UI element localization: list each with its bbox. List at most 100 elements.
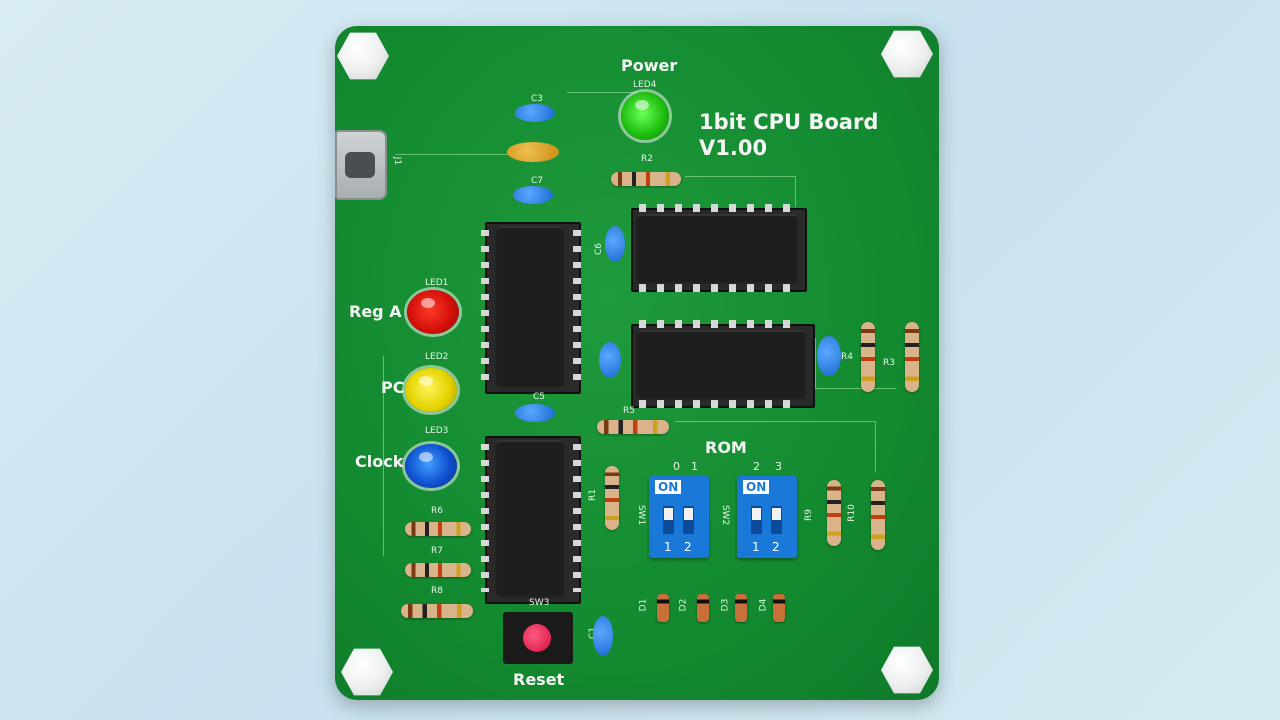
- refdes-sw2: SW2: [720, 504, 731, 526]
- diode-d4: [773, 594, 785, 622]
- capacitor-c3: [515, 104, 555, 122]
- refdes-r5: R5: [623, 406, 635, 416]
- label-pc: PC: [381, 378, 405, 397]
- refdes-c5: C5: [533, 392, 546, 402]
- resistor-r3: [905, 322, 919, 392]
- capacitor-c6: [605, 226, 625, 262]
- refdes-c3: C3: [531, 94, 544, 104]
- resistor-r5: [597, 420, 669, 434]
- rom-bit-2: 2: [753, 460, 760, 473]
- refdes-led1: LED1: [425, 278, 449, 288]
- refdes-sw3: SW3: [529, 598, 550, 608]
- trace: [685, 176, 796, 207]
- refdes-r7: R7: [431, 546, 443, 556]
- resistor-r2: [611, 172, 681, 186]
- trace: [815, 338, 896, 389]
- label-clock: Clock: [355, 452, 404, 471]
- trace: [383, 356, 385, 556]
- ic-pins: [639, 320, 799, 328]
- resistor-r10: [871, 480, 885, 550]
- dip-switch-sw2[interactable]: ON 1 2: [737, 476, 797, 558]
- refdes-d2: D2: [678, 598, 689, 612]
- led-pc: [405, 368, 457, 412]
- label-power: Power: [621, 56, 678, 75]
- ic-pins: [573, 444, 581, 592]
- standoff-bottom-left: [341, 648, 393, 696]
- resistor-r4: [861, 322, 875, 392]
- led-clock: [405, 444, 457, 488]
- rom-bit-1: 1: [691, 460, 698, 473]
- diode-d2: [697, 594, 709, 622]
- standoff-bottom-right: [881, 646, 933, 694]
- resistor-r1: [605, 466, 619, 530]
- ic-pins: [639, 400, 799, 408]
- refdes-c7: C7: [531, 176, 544, 186]
- dip-num-2: 2: [772, 540, 780, 554]
- refdes-r8: R8: [431, 586, 443, 596]
- dip-num-1: 1: [664, 540, 672, 554]
- label-reset: Reset: [513, 670, 565, 689]
- rom-bit-3: 3: [775, 460, 782, 473]
- trace: [567, 92, 637, 93]
- dip-toggle-2[interactable]: [683, 506, 694, 534]
- resistor-r6: [405, 522, 471, 536]
- refdes-r9: R9: [803, 509, 814, 521]
- refdes-r10: R10: [846, 504, 857, 522]
- ic-u2: [637, 214, 797, 280]
- refdes-d3: D3: [720, 598, 731, 612]
- refdes-r6: R6: [431, 506, 443, 516]
- refdes-c6: C6: [594, 242, 605, 256]
- diode-d1: [657, 594, 669, 622]
- capacitor-c5: [515, 404, 555, 422]
- dip-switch-sw1[interactable]: ON 1 2: [649, 476, 709, 558]
- refdes-r1: R1: [587, 489, 598, 501]
- refdes-j1: J1: [392, 156, 403, 166]
- pcb-board: J1 1bit CPU Board V1.00 Power LED4 C3 C7…: [335, 26, 939, 700]
- resistor-r8: [401, 604, 473, 618]
- ic-pins: [481, 444, 489, 592]
- ic-u4: [497, 440, 563, 594]
- dip-on-label: ON: [655, 480, 682, 494]
- diode-d3: [735, 594, 747, 622]
- refdes-r2: R2: [641, 154, 653, 164]
- refdes-led3: LED3: [425, 426, 449, 436]
- dip-num-1: 1: [752, 540, 760, 554]
- led-reg-a: [407, 290, 459, 334]
- rom-bit-0: 0: [673, 460, 680, 473]
- refdes-r3: R3: [883, 358, 895, 368]
- dip-toggle-1[interactable]: [751, 506, 762, 534]
- capacitor-c1: [593, 616, 613, 656]
- ic-pins: [639, 204, 799, 212]
- capacitor-mid-left: [599, 342, 621, 378]
- capacitor-c7: [513, 186, 553, 204]
- capacitor-orange: [507, 142, 559, 162]
- ic-u3: [637, 330, 805, 396]
- ic-pins: [639, 284, 799, 292]
- refdes-led4: LED4: [633, 80, 657, 90]
- refdes-d4: D4: [758, 598, 769, 612]
- dip-num-2: 2: [684, 540, 692, 554]
- dip-toggle-2[interactable]: [771, 506, 782, 534]
- reset-button[interactable]: [523, 624, 551, 652]
- ic-pins: [573, 230, 581, 380]
- ic-u1: [497, 226, 563, 384]
- standoff-top-right: [881, 30, 933, 78]
- ic-pins: [481, 230, 489, 380]
- refdes-sw1: SW1: [636, 504, 647, 526]
- refdes-led2: LED2: [425, 352, 449, 362]
- trace: [675, 421, 876, 472]
- capacitor-mid-right: [817, 336, 841, 376]
- power-led: [621, 92, 669, 140]
- board-title: 1bit CPU Board: [699, 110, 879, 134]
- dip-toggle-1[interactable]: [663, 506, 674, 534]
- board-version: V1.00: [699, 136, 768, 160]
- refdes-r4: R4: [841, 352, 853, 362]
- label-reg-a: Reg A: [349, 302, 402, 321]
- resistor-r7: [405, 563, 471, 577]
- refdes-d1: D1: [638, 598, 649, 612]
- resistor-r9: [827, 480, 841, 546]
- label-rom: ROM: [705, 438, 747, 457]
- standoff-top-left: [337, 32, 389, 80]
- dip-on-label: ON: [743, 480, 770, 494]
- trace: [395, 154, 545, 155]
